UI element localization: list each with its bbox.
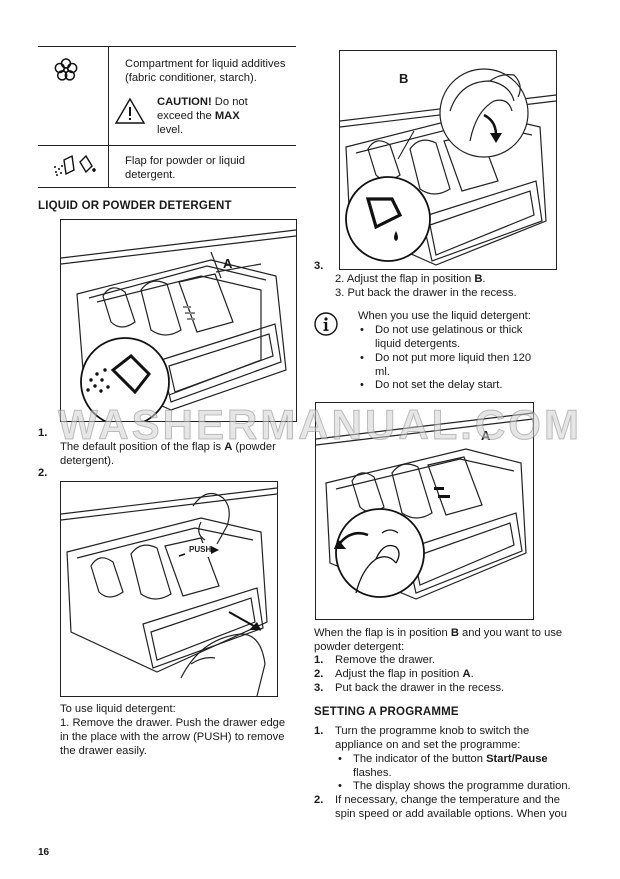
figure-1 xyxy=(60,219,297,422)
table-top-rule xyxy=(38,46,296,47)
info-bullet-2-marker: • xyxy=(360,352,364,364)
setting-2-number: 2. xyxy=(314,794,324,806)
setting-1-text: Turn the programme knob to switch the ap… xyxy=(335,725,530,751)
flap-step-2-number: 2. xyxy=(314,668,324,680)
caution-max: MAX xyxy=(214,110,240,122)
liquid-text: 1. Remove the drawer. Push the drawer ed… xyxy=(60,717,286,757)
step-1-text-b: (powder detergent). xyxy=(60,441,276,467)
step-3-number: 3. xyxy=(314,260,324,272)
setting-1-sub2: The display shows the programme duration… xyxy=(353,780,571,792)
step-1-text-a: The default position of the flap is xyxy=(60,441,225,453)
step-2-number: 2. xyxy=(38,467,48,479)
figure-1-label: A xyxy=(223,256,233,271)
figure-4-label: A xyxy=(481,428,491,443)
table-row2-text: Flap for powder or liquid detergent. xyxy=(125,155,246,181)
figure-2 xyxy=(60,481,278,697)
figure-4 xyxy=(315,402,534,620)
figure-3-label: B xyxy=(399,71,409,86)
table-bottom-rule xyxy=(38,187,296,188)
info-intro: When you use the liquid detergent: xyxy=(358,310,531,322)
info-bullet-3-marker: • xyxy=(360,379,364,391)
figure-2-push-label: PUSH xyxy=(189,543,212,557)
info-bullet-3: Do not set the delay start. xyxy=(375,379,503,391)
page-number: 16 xyxy=(38,847,50,858)
info-bullet-1-marker: • xyxy=(360,324,364,336)
flap-step-2-text: Adjust the flap in position A. xyxy=(335,668,474,680)
section-heading-detergent: LIQUID OR POWDER DETERGENT xyxy=(38,200,232,212)
step-1-text: The default position of the flap is A (p… xyxy=(60,440,290,468)
table-row-rule xyxy=(38,145,296,146)
step-3-line-1: 2. Adjust the flap in position B. xyxy=(335,273,486,285)
section-heading-programme: SETTING A PROGRAMME xyxy=(314,706,459,718)
info-bullet-2: Do not put more liquid then 120 ml. xyxy=(375,352,532,378)
table-row1-text: Compartment for liquid additives (fabric… xyxy=(125,58,286,84)
step-3-line-2: 3. Put back the drawer in the recess. xyxy=(335,287,517,299)
caution-text: CAUTION! Do not exceed the MAX level. xyxy=(157,95,267,137)
table-divider xyxy=(108,46,109,188)
watermark: WASHERMANUAL.COM xyxy=(58,401,582,448)
setting-2-text: If necessary, change the temperature and… xyxy=(335,794,567,820)
flap-icon xyxy=(52,152,100,182)
setting-1-number: 1. xyxy=(314,725,324,737)
setting-1-sub1-marker: • xyxy=(338,753,342,765)
step-1-number: 1. xyxy=(38,427,48,439)
caution-text-2: level. xyxy=(157,124,184,136)
caution-label: CAUTION! xyxy=(157,96,212,108)
flap-step-1-number: 1. xyxy=(314,654,324,666)
flap-step-1-text: Remove the drawer. xyxy=(335,654,436,666)
setting-1-sub2-marker: • xyxy=(338,780,342,792)
info-icon xyxy=(313,311,339,341)
info-bullet-1: Do not use gelatinous or thick liquid de… xyxy=(375,324,523,350)
flap-step-3-text: Put back the drawer in the recess. xyxy=(335,682,505,694)
figure-3 xyxy=(339,50,557,270)
flap-step-3-number: 3. xyxy=(314,682,324,694)
step-1-bold: A xyxy=(224,441,233,453)
flap-text: When the flap is in position B and you w… xyxy=(314,627,563,653)
setting-1-sub1: The indicator of the button Start/Pause … xyxy=(353,753,548,779)
caution-icon xyxy=(114,97,146,129)
flower-icon xyxy=(53,57,79,87)
liquid-intro: To use liquid detergent: xyxy=(60,703,176,715)
caution-text-1: Do not exceed the xyxy=(157,96,248,122)
